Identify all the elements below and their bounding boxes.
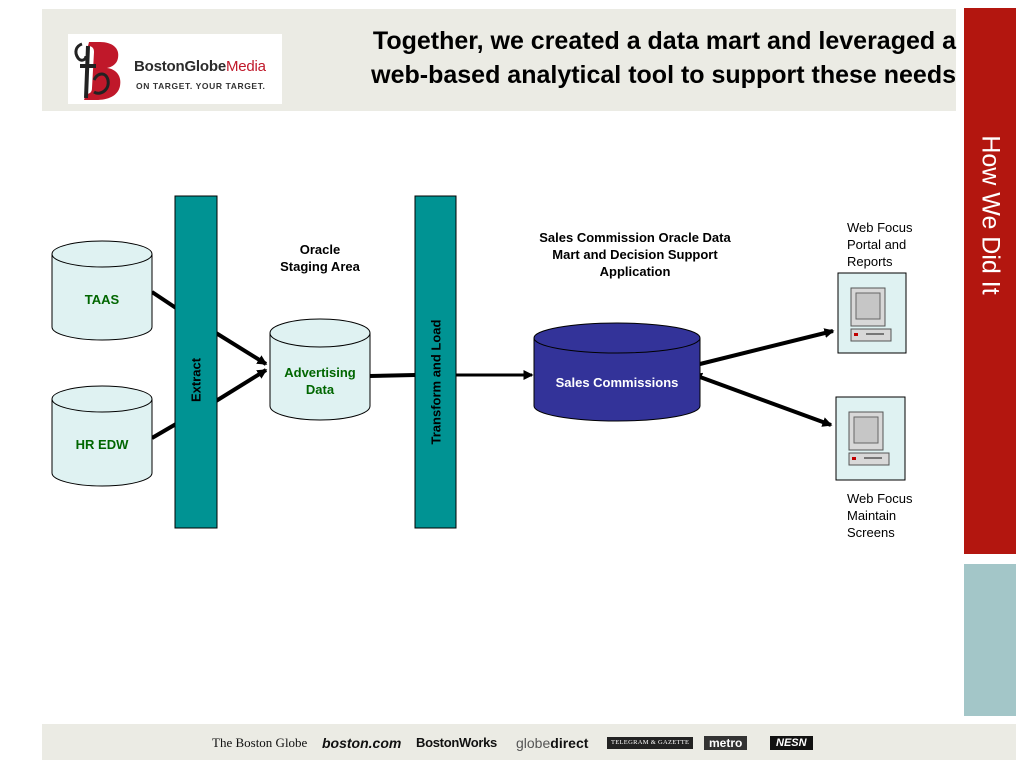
sales-commissions-label: Sales Commissions [555,375,679,390]
advertising-data-database [269,318,371,421]
web-focus-portal-label: Web Focus Portal and Reports [847,219,957,270]
taas-database [51,240,153,341]
web-focus-maintain-computer-icon [835,396,906,481]
slide-title-line2: web-based analytical tool to support the… [371,61,956,89]
transform-load-bar [414,195,457,529]
staging-title-line1: Oracle [299,242,341,257]
advertising-data-line2: Data [305,382,335,397]
globedirect-part2: direct [550,735,589,751]
globedirect-part1: globe [516,735,551,751]
hredw-to-extract-line [150,422,178,440]
transform-load-label: Transform and Load [428,319,444,445]
mart-title-line2: Mart and Decision Support [552,247,718,262]
footer-brand-bostonworks: BostonWorks [416,735,497,750]
slide-title-line1: Together, we created a data mart and lev… [372,27,956,55]
advertising-data-label: Advertising Data [270,364,370,398]
mart-maintain-bidirectional-arrow [692,372,833,427]
slide-title: Together, we created a data mart and lev… [286,24,956,92]
logo-name-part2: Media [225,58,266,75]
extract-label: Extract [188,357,204,403]
taas-to-extract-line [150,290,178,310]
taas-label: TAAS [84,292,120,307]
footer-brand-boston-com: boston.com [322,735,402,751]
extract-to-staging-arrow-1 [214,331,268,366]
footer-brand-boston-globe: The Boston Globe [212,735,308,750]
portal-label-line3: Reports [847,254,893,269]
web-focus-portal-computer-icon [837,272,907,354]
footer-brand-globedirect: globedirect [516,735,588,751]
footer-brand-telegram-gazette: TELEGRAM & GAZETTE [607,737,694,749]
globe-b-logo-icon [74,42,121,100]
hr-edw-label: HR EDW [75,437,129,452]
portal-label-line1: Web Focus [847,220,913,235]
sidebar-red-panel [964,8,1016,554]
mart-title-line1: Sales Commission Oracle Data [539,230,731,245]
footer-brand-metro: metro [704,736,748,750]
data-mart-title: Sales Commission Oracle Data Mart and De… [510,229,760,280]
footer-band [42,724,1016,760]
hr-edw-database [51,385,153,487]
company-logo: BostonGlobeMedia ON TARGET. YOUR TARGET. [68,34,282,104]
staging-to-transform-line [369,373,416,378]
logo-wordmark: BostonGlobeMedia [134,58,266,75]
logo-tagline: ON TARGET. YOUR TARGET. [136,81,266,91]
sidebar-teal-panel [964,564,1016,716]
extract-bar [174,195,218,529]
mart-title-line3: Application [599,264,671,279]
mart-to-portal-arrow [699,328,835,366]
sales-commissions-database [533,322,701,422]
maintain-label-line1: Web Focus [847,491,913,506]
staging-title-line2: Staging Area [280,259,360,274]
maintain-label-line2: Maintain [847,508,897,523]
maintain-label-line3: Screens [847,525,895,540]
portal-label-line2: Portal and [847,237,907,252]
extract-to-staging-arrow-2 [214,368,268,403]
footer-brand-nesn: NESN [770,736,813,750]
logo-name-part1: BostonGlobe [134,58,226,75]
advertising-data-line1: Advertising [284,365,356,380]
web-focus-maintain-label: Web Focus Maintain Screens [847,490,957,541]
oracle-staging-title: Oracle Staging Area [250,241,390,275]
